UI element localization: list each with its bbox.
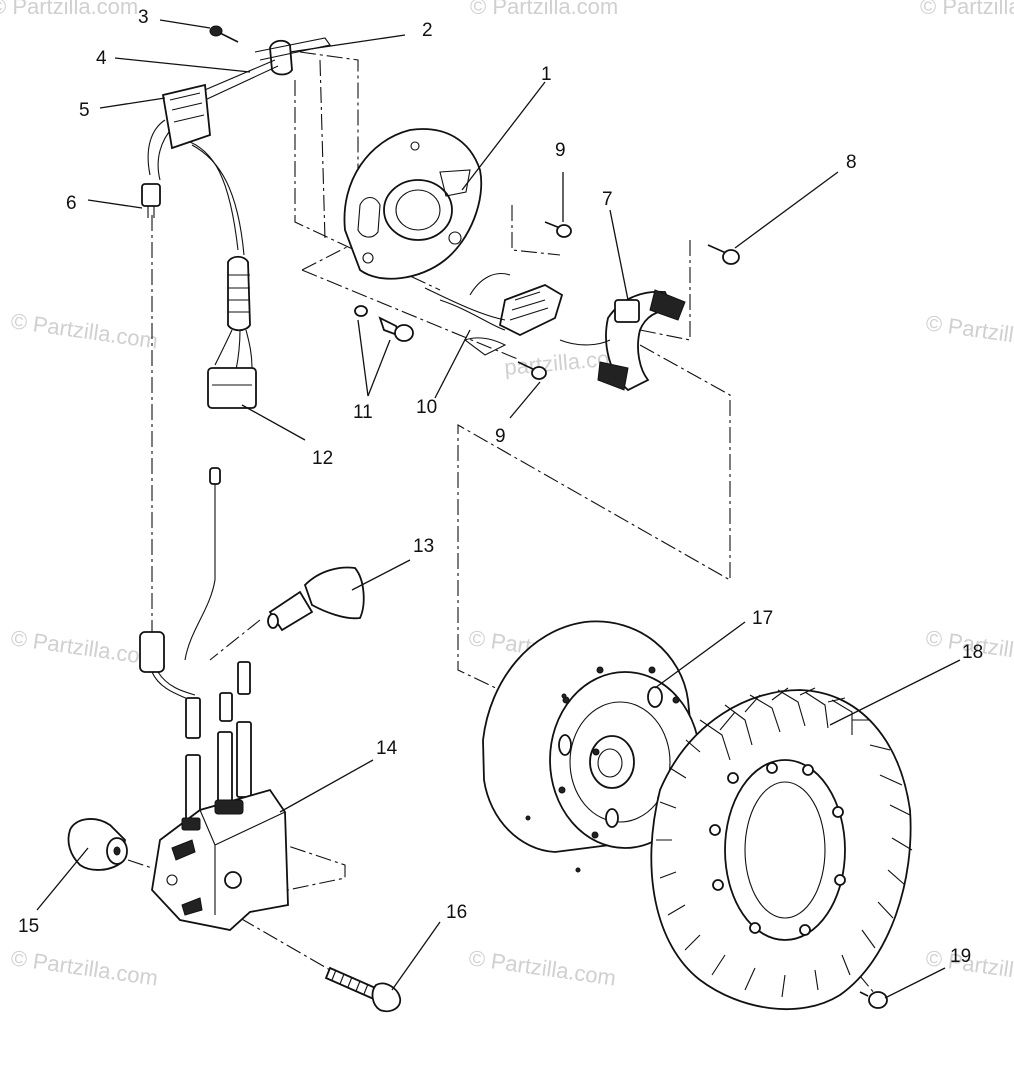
callout-7: 7 <box>602 189 613 210</box>
voltage-regulator <box>161 83 211 150</box>
wire-harness <box>147 59 279 256</box>
screw-upper <box>544 221 572 238</box>
pulser-coil-bracket <box>597 289 686 392</box>
rubber-bushing <box>67 818 128 871</box>
callout-2: 2 <box>422 20 433 41</box>
screw-with-washer <box>354 305 414 342</box>
callout-1: 1 <box>541 64 552 85</box>
callout-17: 17 <box>752 608 773 629</box>
spark-plug-cap <box>267 566 365 632</box>
bullet-connector <box>141 183 161 218</box>
callout-10: 10 <box>416 397 437 418</box>
mounting-bolt <box>324 966 402 1013</box>
callout-18: 18 <box>962 642 983 663</box>
callout-15: 15 <box>18 916 39 937</box>
lighting-coil-wires <box>424 273 611 356</box>
watermark: © Partzilla.com <box>470 0 618 19</box>
leader-lines <box>36 19 961 999</box>
watermark: © Partzilla.com <box>9 308 159 353</box>
ignition-leads <box>139 467 252 826</box>
callout-19: 19 <box>950 946 971 967</box>
fan-screw <box>859 991 888 1009</box>
callout-16: 16 <box>446 902 467 923</box>
harness-clamp <box>254 37 331 76</box>
callout-labels: 1 2 3 4 5 6 7 8 9 9 10 11 12 13 14 15 16… <box>18 7 983 967</box>
watermark: © Partzilla.com <box>0 0 138 19</box>
callout-6: 6 <box>66 193 77 214</box>
callout-3: 3 <box>138 7 149 28</box>
callout-14: 14 <box>376 738 398 759</box>
stator-plate <box>343 128 483 280</box>
watermark: © Partzilla.com <box>924 310 1014 355</box>
callout-8: 8 <box>846 152 857 173</box>
callout-13: 13 <box>413 536 434 557</box>
screw-lower <box>517 361 547 380</box>
callout-4: 4 <box>96 48 107 69</box>
screw-3 <box>209 25 239 43</box>
watermark: © Partzilla.com <box>9 945 159 990</box>
watermark: © Partzilla.com <box>920 0 1014 19</box>
watermark: © Partzilla.com <box>9 625 159 670</box>
callout-5: 5 <box>79 100 90 121</box>
callout-12: 12 <box>312 448 333 469</box>
watermark: © Partzilla.com <box>467 945 617 990</box>
screw-8 <box>707 244 740 265</box>
callout-9-lower: 9 <box>495 426 506 447</box>
wire-connector-12 <box>207 255 257 409</box>
callout-9-upper: 9 <box>555 140 566 161</box>
ignition-coil <box>151 788 289 931</box>
cooling-fan <box>650 687 913 1011</box>
flywheel <box>482 620 701 873</box>
callout-11: 11 <box>353 402 373 423</box>
